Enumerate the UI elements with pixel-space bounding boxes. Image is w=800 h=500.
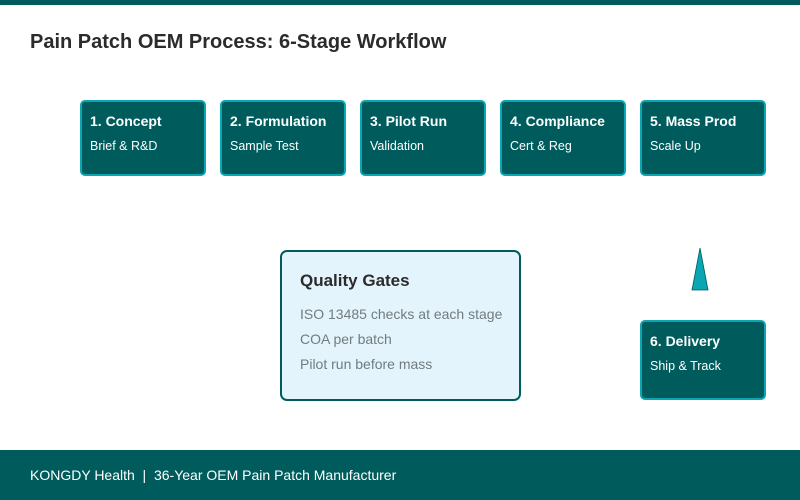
stage-concept: 1. Concept Brief & R&D xyxy=(80,100,206,176)
stage-compliance: 4. Compliance Cert & Reg xyxy=(500,100,626,176)
stage-subtitle: Sample Test xyxy=(230,139,299,153)
stage-subtitle: Scale Up xyxy=(650,139,701,153)
stage-subtitle: Validation xyxy=(370,139,424,153)
quality-gates-panel: Quality Gates ISO 13485 checks at each s… xyxy=(280,250,521,401)
quality-gate-item: COA per batch xyxy=(300,331,392,347)
arrow-up-icon xyxy=(691,248,709,291)
stage-title: 4. Compliance xyxy=(510,113,605,129)
footer-text: KONGDY Health | 36-Year OEM Pain Patch M… xyxy=(30,467,397,483)
stage-title: 6. Delivery xyxy=(650,333,721,349)
stage-title: 5. Mass Prod xyxy=(650,113,737,129)
top-accent-bar xyxy=(0,0,800,5)
stage-subtitle: Ship & Track xyxy=(650,359,721,373)
quality-gate-item: Pilot run before mass xyxy=(300,356,433,372)
quality-gates-title: Quality Gates xyxy=(300,271,410,290)
stage-formulation: 2. Formulation Sample Test xyxy=(220,100,346,176)
stage-title: 1. Concept xyxy=(90,113,162,129)
stage-pilot-run: 3. Pilot Run Validation xyxy=(360,100,486,176)
stage-subtitle: Brief & R&D xyxy=(90,139,158,153)
quality-gate-item: ISO 13485 checks at each stage xyxy=(300,306,503,322)
stage-subtitle: Cert & Reg xyxy=(510,139,572,153)
stage-title: 2. Formulation xyxy=(230,113,327,129)
stage-delivery: 6. Delivery Ship & Track xyxy=(640,320,766,400)
stage-title: 3. Pilot Run xyxy=(370,113,447,129)
footer: KONGDY Health | 36-Year OEM Pain Patch M… xyxy=(0,450,800,500)
page-title: Pain Patch OEM Process: 6-Stage Workflow xyxy=(30,31,447,53)
stage-mass-prod: 5. Mass Prod Scale Up xyxy=(640,100,766,176)
quality-gates-list: ISO 13485 checks at each stage COA per b… xyxy=(300,302,503,377)
